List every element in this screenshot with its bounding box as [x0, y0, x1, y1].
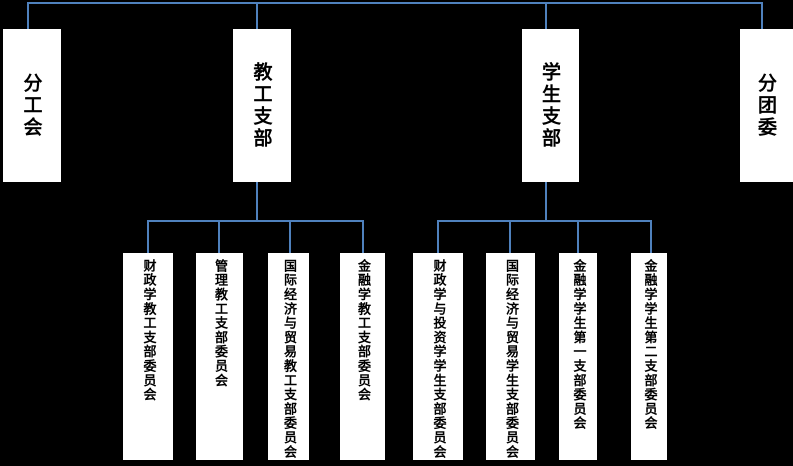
- node-jinrongxue-jiaogong-label: 金融学教工支部委员会: [355, 259, 370, 402]
- node-fengonghui-label: 分工会: [20, 72, 43, 139]
- connector-jiaogong-drop: [256, 182, 258, 222]
- connector-stub-jiaogong: [256, 2, 258, 29]
- connector-stub-xuesheng: [545, 2, 547, 29]
- connector-stub-fentuanwei: [761, 2, 763, 29]
- node-jinrongxue-jiaogong[interactable]: 金融学教工支部委员会: [340, 253, 385, 460]
- node-guojimaoyi-jiaogong-label: 国际经济与贸易教工支部委员会: [281, 259, 296, 460]
- connector-stub-xs-child-1: [437, 220, 439, 253]
- node-jinrong-xuesheng-diyi[interactable]: 金融学学生第一支部委员会: [559, 253, 597, 460]
- connector-top-horizontal: [28, 2, 763, 4]
- connector-stub-fengonghui: [27, 2, 29, 29]
- node-guojimaoyi-xuesheng-label: 国际经济与贸易学生支部委员会: [503, 259, 518, 460]
- connector-stub-jg-child-3: [289, 220, 291, 253]
- node-caizheng-touzi-xuesheng-label: 财政学与投资学学生支部委员会: [430, 259, 446, 460]
- node-xuesheng-zhibu-label: 学生支部: [539, 61, 561, 150]
- connector-stub-xs-child-4: [650, 220, 652, 253]
- node-jiaogong-zhibu[interactable]: 教工支部: [233, 29, 291, 182]
- connector-stub-jg-child-4: [362, 220, 364, 253]
- node-jinrong-xuesheng-diyi-label: 金融学学生第一支部委员会: [570, 259, 586, 431]
- node-guojimaoyi-jiaogong[interactable]: 国际经济与贸易教工支部委员会: [268, 253, 309, 460]
- node-caizheng-touzi-xuesheng[interactable]: 财政学与投资学学生支部委员会: [413, 253, 463, 460]
- connector-stub-xs-child-3: [577, 220, 579, 253]
- node-fentuanwei[interactable]: 分团委: [740, 29, 793, 182]
- node-jiaogong-zhibu-label: 教工支部: [250, 61, 273, 150]
- node-jinrong-xuesheng-dier-label: 金融学学生第二支部委员会: [641, 259, 657, 431]
- node-fengonghui[interactable]: 分工会: [3, 29, 61, 182]
- node-guojimaoyi-xuesheng[interactable]: 国际经济与贸易学生支部委员会: [486, 253, 535, 460]
- node-jinrong-xuesheng-dier[interactable]: 金融学学生第二支部委员会: [631, 253, 667, 460]
- node-guanli-jiaogong[interactable]: 管理教工支部委员会: [196, 253, 243, 460]
- node-guanli-jiaogong-label: 管理教工支部委员会: [212, 259, 227, 388]
- connector-stub-jg-child-2: [218, 220, 220, 253]
- node-caizhengxue-jiaogong-label: 财政学教工支部委员会: [140, 259, 156, 402]
- connector-stub-jg-child-1: [147, 220, 149, 253]
- connector-xuesheng-drop: [545, 182, 547, 222]
- node-xuesheng-zhibu[interactable]: 学生支部: [522, 29, 579, 182]
- node-fentuanwei-label: 分团委: [755, 72, 777, 139]
- connector-stub-xs-child-2: [509, 220, 511, 253]
- node-caizhengxue-jiaogong[interactable]: 财政学教工支部委员会: [123, 253, 173, 460]
- connector-xuesheng-horizontal: [437, 220, 652, 222]
- connector-jiaogong-horizontal: [147, 220, 364, 222]
